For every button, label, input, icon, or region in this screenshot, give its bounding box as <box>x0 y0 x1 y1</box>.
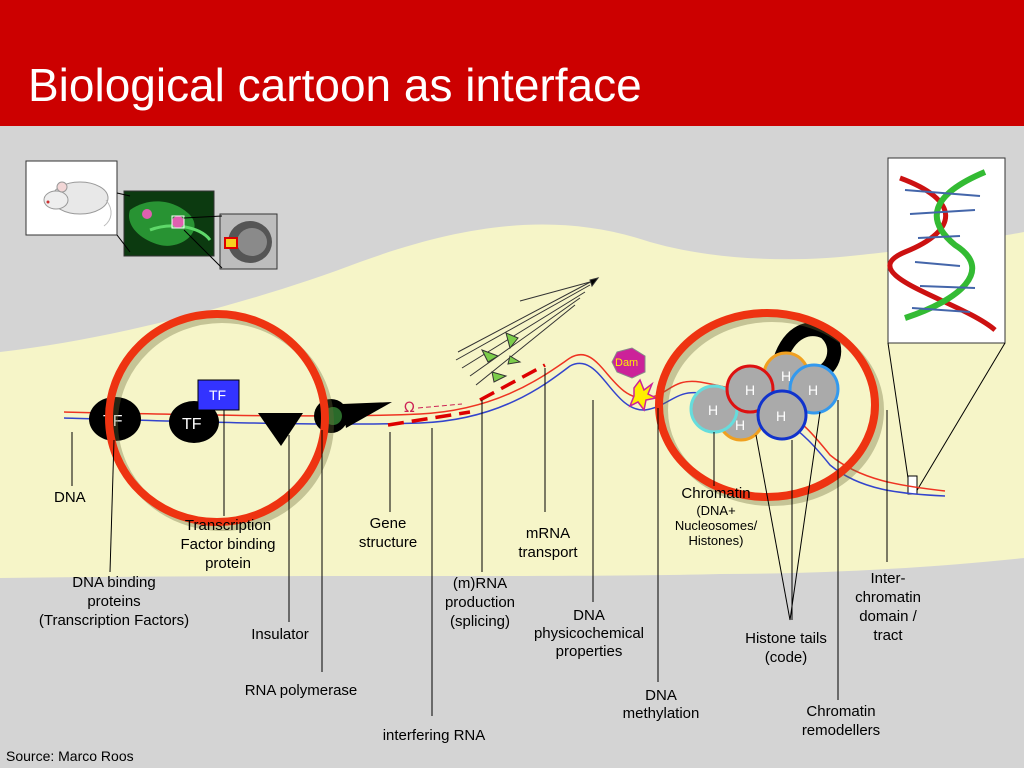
label-dna-phys-1: DNA <box>573 607 605 624</box>
label-gene-2: structure <box>359 534 417 551</box>
label-mrna-production-1: (m)RNA <box>453 575 507 592</box>
label-interfering-rna: interfering RNA <box>383 727 486 744</box>
label-tfbp-2: Factor binding <box>180 536 275 553</box>
label-chromatin-4: Histones) <box>689 533 744 548</box>
dna-double-helix <box>887 157 1006 344</box>
source-credit: Source: Marco Roos <box>6 748 134 764</box>
tf-label: TF <box>182 416 202 433</box>
nucleosome: H H H H H H <box>689 322 842 442</box>
label-histone-tails-2: (code) <box>765 649 808 666</box>
histone-h: H <box>808 382 818 398</box>
zoom-lines <box>116 192 223 269</box>
label-inter-chromatin-1: Inter- <box>870 570 905 587</box>
histone-h: H <box>708 402 718 418</box>
label-mrna-production-2: production <box>445 594 515 611</box>
label-rna-polymerase: RNA polymerase <box>245 682 358 699</box>
histone-h: H <box>776 408 786 424</box>
leader-lines <box>71 368 888 716</box>
label-mrna-production-3: (splicing) <box>450 613 510 630</box>
dam-label: Dam <box>615 357 638 369</box>
highlight-circle-tf-ring <box>105 310 329 526</box>
histone-h: H <box>735 417 745 433</box>
label-chromatin-2: (DNA+ <box>696 503 735 518</box>
slide-title: Biological cartoon as interface <box>28 59 642 111</box>
label-insulator: Insulator <box>251 626 309 643</box>
svg-text:Ω: Ω <box>404 400 415 416</box>
label-dna-binding-2: proteins <box>87 593 140 610</box>
label-mrna-transport-2: transport <box>518 544 578 561</box>
tf-protein-2: TF <box>169 401 219 443</box>
label-dna-binding-1: DNA binding <box>72 574 155 591</box>
label-dna-meth-2: methylation <box>623 705 700 722</box>
dam-enzyme: Dam <box>611 347 659 412</box>
tf-box-label: TF <box>209 387 226 403</box>
label-chromatin-3: Nucleosomes/ <box>675 518 758 533</box>
label-chromatin-remodellers-2: remodellers <box>802 722 880 739</box>
tf-binding-box: TF <box>197 379 240 411</box>
label-tfbp-3: protein <box>205 555 251 572</box>
label-mrna-transport-1: mRNA <box>526 525 570 542</box>
insulator-shape <box>258 413 303 446</box>
histone-h: H <box>745 382 755 398</box>
cell-region <box>0 224 1024 578</box>
label-dna-phys-2: physicochemical <box>534 625 644 642</box>
label-dna-binding-3: (Transcription Factors) <box>39 612 189 629</box>
label-chromatin-remodellers-1: Chromatin <box>806 703 875 720</box>
label-tfbp-1: Transcription <box>185 517 271 534</box>
histone-h: H <box>781 368 791 384</box>
label-dna: DNA <box>54 489 86 506</box>
label-inter-chromatin-3: domain / <box>859 608 917 625</box>
label-histone-tails-1: Histone tails <box>745 630 827 647</box>
highlight-circle-tf <box>110 315 334 531</box>
mouse-photo <box>25 160 118 236</box>
label-inter-chromatin-2: chromatin <box>855 589 921 606</box>
label-gene-1: Gene <box>370 515 407 532</box>
label-dna-phys-3: properties <box>556 643 623 660</box>
label-chromatin-1: Chromatin <box>681 485 750 502</box>
mrna-transport-arrows <box>455 277 600 386</box>
title-bar: Biological cartoon as interface <box>0 0 1024 126</box>
nucleus-micrograph <box>219 213 278 270</box>
highlight-circle-chromatin-shadow <box>660 314 884 506</box>
label-dna-meth-1: DNA <box>645 687 677 704</box>
label-inter-chromatin-4: tract <box>873 627 903 644</box>
